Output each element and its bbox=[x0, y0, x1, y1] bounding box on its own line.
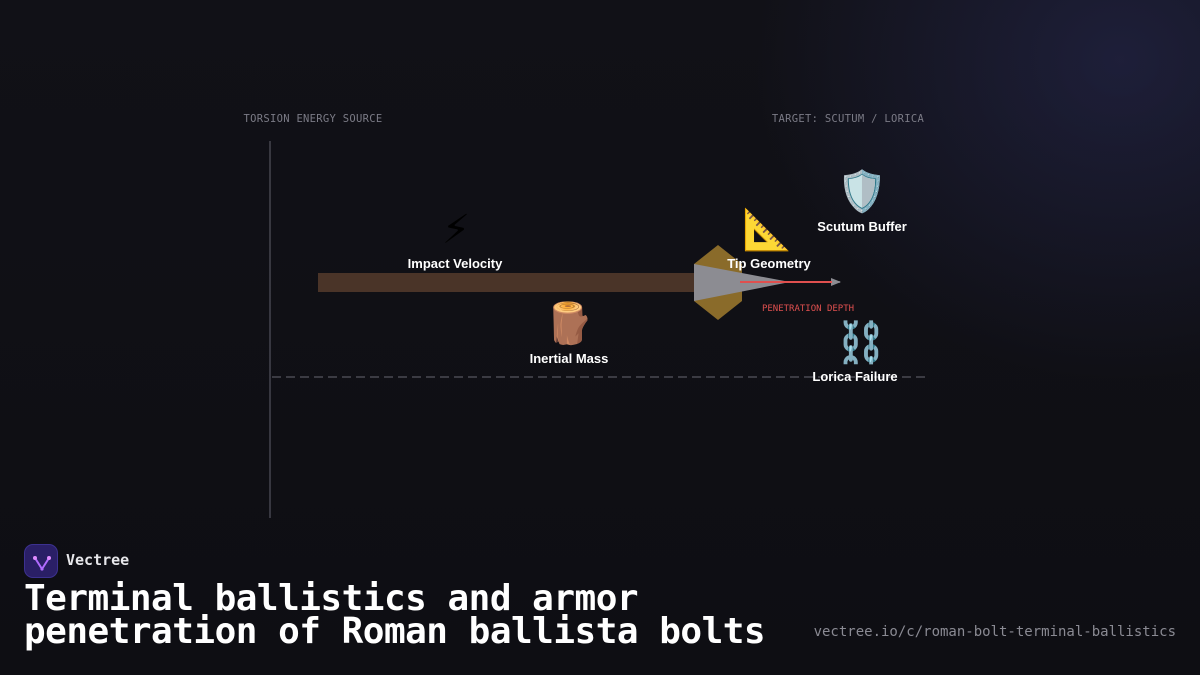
penetration-depth-label: PENETRATION DEPTH bbox=[762, 304, 854, 314]
source-label: TORSION ENERGY SOURCE bbox=[243, 113, 382, 125]
bolt-shaft bbox=[318, 273, 698, 292]
page-url[interactable]: vectree.io/c/roman-bolt-terminal-ballist… bbox=[813, 624, 1176, 640]
scutum-buffer-label: Scutum Buffer bbox=[817, 219, 907, 234]
inertial-mass-label: Inertial Mass bbox=[529, 351, 609, 366]
vectree-logo-icon bbox=[33, 556, 51, 571]
tip-geometry-label: Tip Geometry bbox=[727, 256, 811, 271]
page-title: Terminal ballistics and armor penetratio… bbox=[24, 578, 766, 652]
lightning-icon: ⚡ bbox=[441, 207, 471, 253]
wood-log-icon: 🪵 bbox=[544, 301, 594, 347]
shield-icon: 🛡️ bbox=[837, 169, 887, 215]
chains-icon: ⛓️ bbox=[836, 320, 886, 366]
lorica-failure-label: Lorica Failure bbox=[812, 369, 898, 384]
impact-velocity-label: Impact Velocity bbox=[407, 256, 503, 271]
target-label: TARGET: SCUTUM / LORICA bbox=[772, 113, 925, 125]
triangular-ruler-icon: 📐 bbox=[742, 207, 792, 253]
brand-name[interactable]: Vectree bbox=[66, 551, 130, 569]
brand-logo[interactable] bbox=[24, 544, 58, 578]
